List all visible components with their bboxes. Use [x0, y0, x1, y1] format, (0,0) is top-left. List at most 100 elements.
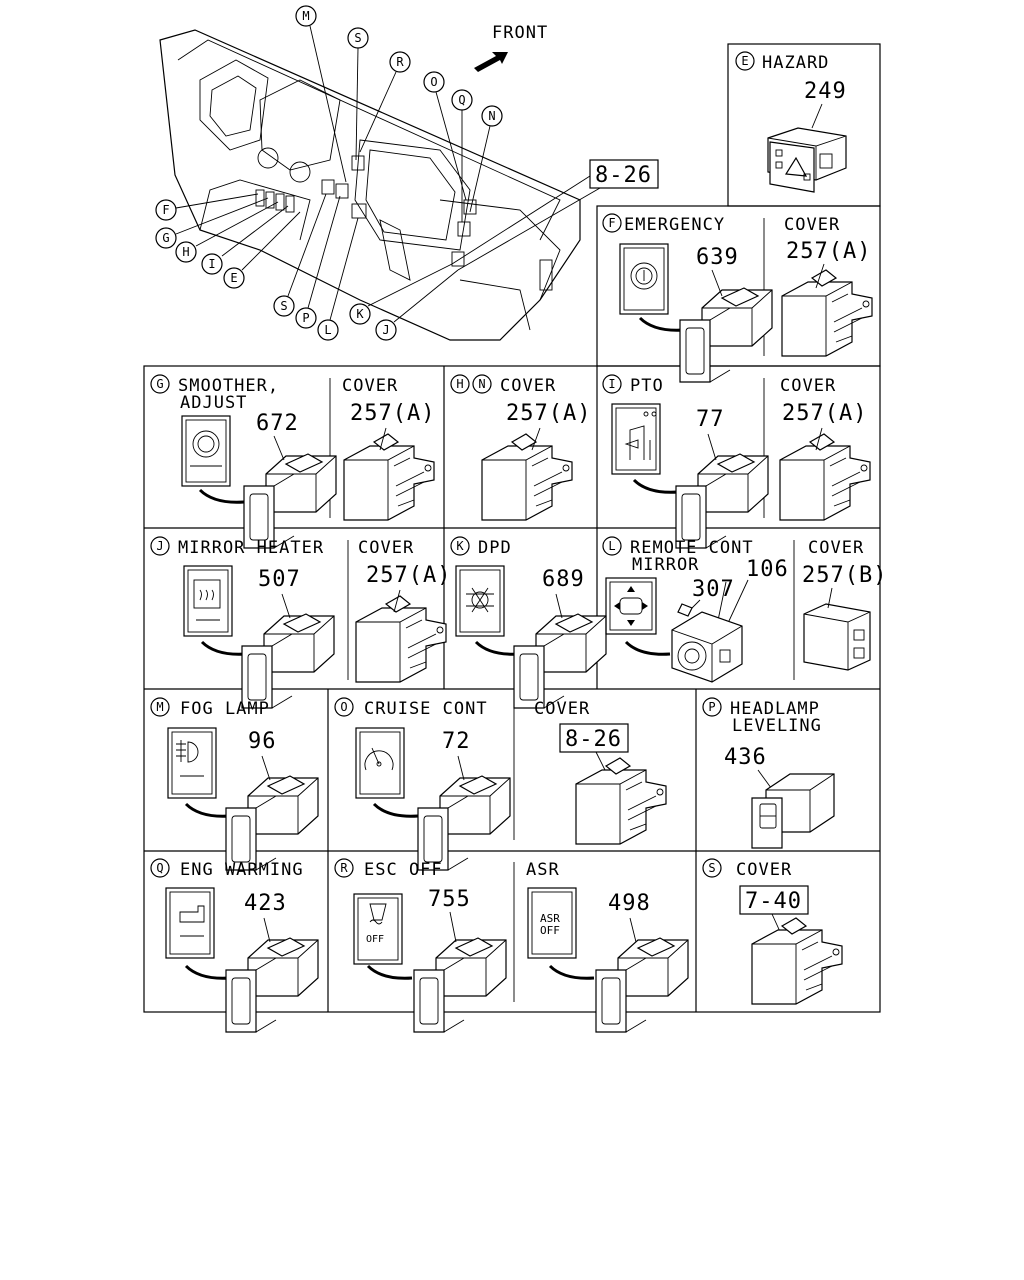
- panel-j-part: 507: [258, 567, 301, 592]
- panel-hn-cover-part: 257(A): [506, 401, 591, 426]
- front-label: FRONT: [492, 23, 548, 43]
- panel-o-cover-ref: 8-26: [565, 727, 622, 752]
- panel-g-cover-part: 257(A): [350, 401, 435, 426]
- ref-box-8-26: [589, 159, 659, 189]
- panel-m-title: FOG LAMP: [180, 699, 270, 719]
- callout-s: S: [354, 31, 361, 45]
- panel-l-cover-part: 257(B): [802, 563, 887, 588]
- panel-k-part: 689: [542, 567, 585, 592]
- dashboard-overview: FRONT 8-26: [155, 5, 659, 341]
- panel-l-cover-label: COVER: [808, 538, 864, 558]
- cover-b-icon: [803, 603, 871, 671]
- cruise-control-icon: [364, 747, 394, 771]
- panel-g-title: SMOOTHER,: [178, 376, 279, 396]
- panel-l-title2: MIRROR: [632, 555, 699, 575]
- panel-k-title: DPD: [478, 538, 512, 558]
- callout-f: F: [162, 203, 169, 217]
- panel-j-mirror-heater: J MIRROR HEATER COVER 507 257(A): [150, 536, 451, 709]
- panel-i-letter: I: [608, 377, 615, 391]
- panel-j-cover-part: 257(A): [366, 563, 451, 588]
- panel-j-letter: J: [156, 539, 163, 553]
- panel-m-fog-lamp: M FOG LAMP 96: [150, 697, 319, 871]
- panel-l-remote-mirror: L REMOTE CONT MIRROR COVER 106 307 257(B…: [602, 536, 887, 683]
- panel-f-title: EMERGENCY: [624, 215, 725, 235]
- panel-g-letter: G: [156, 377, 163, 391]
- panel-f-letter: F: [608, 216, 615, 230]
- panel-r-asr-label: ASR: [526, 860, 560, 880]
- panel-o-cover-label: COVER: [534, 699, 590, 719]
- panel-hn-letter1: H: [456, 377, 463, 391]
- callout-k: K: [356, 307, 364, 321]
- dashboard-sketch: [159, 29, 581, 341]
- callout-o: O: [430, 75, 437, 89]
- panel-l-letter: L: [608, 539, 615, 553]
- panel-p-letter: P: [708, 700, 715, 714]
- panel-hn-letter2: N: [478, 377, 485, 391]
- dpd-icon: [466, 587, 494, 613]
- panel-f-emergency: F EMERGENCY COVER 639 257(A): [602, 213, 873, 383]
- panel-o-title: CRUISE CONT: [364, 699, 488, 719]
- callout-s2: S: [280, 299, 287, 313]
- panel-i-cover-label: COVER: [780, 376, 836, 396]
- callout-h: H: [182, 245, 189, 259]
- panel-i-part: 77: [696, 407, 725, 432]
- engine-icon: [179, 905, 205, 937]
- mirror-control-icon: [605, 577, 657, 635]
- panel-l-part-b: 106: [746, 557, 789, 582]
- panel-m-part: 96: [248, 729, 277, 754]
- panel-r-letter: R: [340, 861, 348, 875]
- panel-k-dpd: K DPD 689: [450, 536, 607, 709]
- panel-o-letter: O: [340, 700, 347, 714]
- panel-i-title: PTO: [630, 376, 664, 396]
- gear-icon: [190, 430, 222, 467]
- panel-o-ref-box: [559, 723, 629, 753]
- panel-f-cover-part: 257(A): [786, 239, 871, 264]
- callouts: M S R O Q N F G H I E S P L: [155, 5, 601, 341]
- panel-j-cover-label: COVER: [358, 538, 414, 558]
- gear-icon: [630, 262, 658, 290]
- ref-box-text: 8-26: [595, 163, 652, 188]
- panel-j-title: MIRROR HEATER: [178, 538, 324, 558]
- panel-r-part: 755: [428, 887, 471, 912]
- callout-p: P: [302, 311, 309, 325]
- panel-q-eng-warming: Q ENG WARMING 423: [150, 858, 319, 1033]
- panel-s-letter: S: [708, 861, 715, 875]
- callout-q: Q: [458, 93, 465, 107]
- panel-s-cover: S COVER 7-40: [702, 858, 843, 1005]
- callout-e: E: [230, 271, 237, 285]
- panel-p-part: 436: [724, 745, 767, 770]
- panel-g-cover-label: COVER: [342, 376, 398, 396]
- callout-n: N: [488, 109, 495, 123]
- headlamp-leveling-switch-icon: [751, 773, 835, 849]
- mirror-heater-icon: [193, 579, 221, 621]
- panel-e-part: 249: [804, 79, 847, 104]
- panel-s-cover-ref: 7-40: [745, 889, 802, 914]
- fog-lamp-icon: [176, 740, 204, 777]
- panel-k-letter: K: [456, 539, 464, 553]
- callout-j: J: [382, 323, 389, 337]
- screw-icon: [677, 603, 693, 617]
- front-arrow-icon: [474, 52, 508, 72]
- panel-e-title: HAZARD: [762, 53, 829, 73]
- panel-p-title2: LEVELING: [732, 716, 822, 736]
- panel-q-letter: Q: [156, 861, 163, 875]
- pto-icon: [624, 411, 657, 460]
- panel-hn-title: COVER: [500, 376, 556, 396]
- panel-q-part: 423: [244, 891, 287, 916]
- panel-p-title: HEADLAMP: [730, 699, 820, 719]
- panel-r-esc-off: R ESC OFF 755 OFF ASR 498 ASR OFF: [334, 858, 689, 1033]
- asr-icon-line2: OFF: [540, 924, 560, 937]
- panel-i-cover-part: 257(A): [782, 401, 867, 426]
- panel-e-hazard: E HAZARD 249: [735, 51, 847, 193]
- hazard-switch-icon: [767, 127, 847, 193]
- callout-i: I: [208, 257, 215, 271]
- panel-g-part: 672: [256, 411, 299, 436]
- mirror-switch-icon: [671, 611, 743, 683]
- panel-f-cover-label: COVER: [784, 215, 840, 235]
- panel-e-letter: E: [741, 54, 748, 68]
- esc-icon-text: OFF: [366, 934, 384, 945]
- panel-s-ref-box: [739, 885, 809, 915]
- panel-l-part-a: 307: [692, 577, 735, 602]
- panel-o-part: 72: [442, 729, 471, 754]
- panel-o-cruise: O CRUISE CONT COVER 72 8-26: [334, 697, 667, 871]
